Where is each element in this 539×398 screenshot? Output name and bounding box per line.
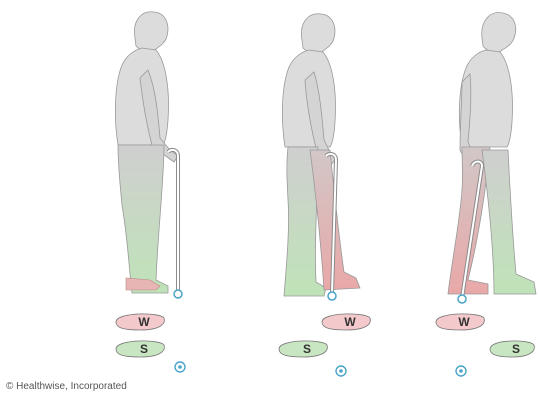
strong-leg [482,150,536,294]
figure-step-2: W S [279,14,370,376]
weak-footprint: W [116,314,164,330]
cane-tip-icon [336,366,346,376]
weak-footprint: W [436,314,484,330]
cane-tip-icon [458,295,466,303]
figure-step-1: W S [115,12,185,372]
strong-footprint: S [279,341,327,357]
weak-foot-label: W [458,315,470,329]
strong-footprint: S [116,341,164,357]
cane-tip-icon [328,292,336,300]
weak-footprint: W [322,314,370,330]
legs [118,145,168,293]
strong-foot-label: S [512,342,520,356]
weak-leg [448,147,490,294]
strong-footprint: S [490,341,534,357]
torso [115,48,168,145]
figure-step-3: W S [436,12,536,376]
head [301,14,334,54]
weak-foot-label: W [344,315,356,329]
strong-foot-label: S [303,342,311,356]
cane [168,150,178,292]
cane-tip-icon [175,362,185,372]
head [482,12,516,53]
strong-foot-label: S [140,342,148,356]
cane-tip-icon [456,366,466,376]
weak-foot-label: W [138,315,150,329]
copyright-notice: © Healthwise, Incorporated [6,381,127,392]
head [134,12,167,52]
cane-tip-icon [174,290,182,298]
